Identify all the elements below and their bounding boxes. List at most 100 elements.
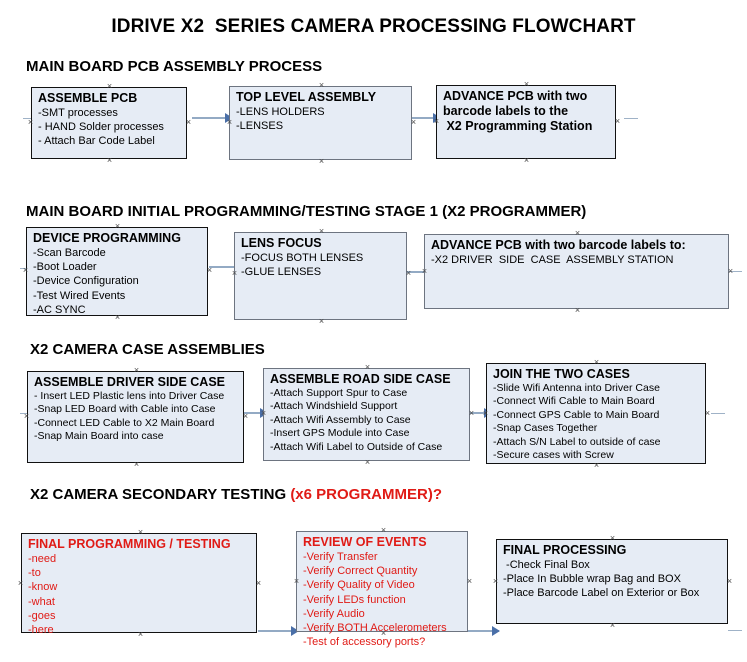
connection-handle-left[interactable]: [23, 413, 30, 420]
connection-handle-left[interactable]: [22, 267, 29, 274]
connection-handle-top[interactable]: [318, 228, 325, 235]
node-item-list: - Insert LED Plastic lens into Driver Ca…: [34, 390, 238, 444]
connection-handle-left[interactable]: [433, 118, 440, 125]
connection-handle-bottom[interactable]: [106, 157, 113, 164]
connection-handle-right[interactable]: [185, 119, 192, 126]
node-top-level-assembly[interactable]: TOP LEVEL ASSEMBLY -LENS HOLDERS -LENSES: [229, 86, 412, 160]
list-item: -Verify BOTH Accelerometers: [303, 622, 447, 635]
connection-handle-left[interactable]: [226, 119, 233, 126]
list-item: -to: [28, 567, 41, 580]
connection-handle-top[interactable]: [609, 535, 616, 542]
node-title: DEVICE PROGRAMMING: [33, 231, 181, 245]
connection-handle-right[interactable]: [726, 578, 733, 585]
node-advance-pcb-driver-side[interactable]: ADVANCE PCB with two barcode labels to: …: [424, 234, 729, 309]
connection-handle-top[interactable]: [106, 83, 113, 90]
list-item: -Connect LED Cable to X2 Main Board: [34, 416, 215, 429]
connection-handle-left[interactable]: [482, 410, 489, 417]
list-item: -FOCUS BOTH LENSES: [241, 252, 364, 264]
list-item: -Verify Audio: [303, 607, 365, 620]
connection-handle-right[interactable]: [468, 410, 475, 417]
connection-handle-right[interactable]: [255, 580, 262, 587]
connection-handle-right[interactable]: [704, 410, 711, 417]
list-item: -Attach S/N Label to outside of case: [493, 435, 661, 448]
connection-handle-right[interactable]: [466, 578, 473, 585]
list-item: -Connect GPS Cable to Main Board: [493, 408, 660, 421]
connection-handle-top[interactable]: [593, 359, 600, 366]
list-item: -Verify Transfer: [303, 551, 378, 563]
node-title: FINAL PROCESSING: [503, 543, 627, 557]
list-item: -need: [28, 553, 57, 565]
list-item: -Snap LED Board with Cable into Case: [34, 403, 216, 416]
list-item: -Attach Wifi Assembly to Case: [270, 413, 411, 426]
node-advance-pcb-station[interactable]: ADVANCE PCB with two barcode labels to t…: [436, 85, 616, 159]
connection-handle-right[interactable]: [410, 119, 417, 126]
arrow-3-1: [243, 412, 267, 414]
connection-handle-bottom[interactable]: [380, 630, 387, 637]
connection-handle-right[interactable]: [405, 270, 412, 277]
list-item: -Connect Wifi Cable to Main Board: [493, 395, 655, 408]
connection-handle-top[interactable]: [133, 367, 140, 374]
connection-handle-left[interactable]: [17, 580, 24, 587]
node-review-of-events[interactable]: REVIEW OF EVENTS -Verify Transfer -Verif…: [293, 531, 468, 648]
node-lens-focus[interactable]: LENS FOCUS -FOCUS BOTH LENSES -GLUE LENS…: [234, 232, 407, 320]
connection-handle-bottom[interactable]: [133, 461, 140, 468]
node-assemble-driver-side-case[interactable]: ASSEMBLE DRIVER SIDE CASE - Insert LED P…: [27, 371, 244, 463]
node-item-list: -SMT processes - HAND Solder processes -…: [38, 106, 181, 149]
connection-handle-bottom[interactable]: [114, 314, 121, 321]
node-title: ASSEMBLE ROAD SIDE CASE: [270, 372, 451, 386]
list-item: -Attach Windshield Support: [270, 400, 398, 413]
connection-handle-bottom[interactable]: [609, 622, 616, 629]
connection-handle-top[interactable]: [574, 230, 581, 237]
node-device-programming[interactable]: DEVICE PROGRAMMING -Scan Barcode -Boot L…: [26, 227, 208, 316]
list-item: - Insert LED Plastic lens into Driver Ca…: [34, 390, 225, 402]
node-title-line3: X2 Programming Station: [443, 119, 593, 133]
list-item: -Boot Loader: [33, 261, 97, 274]
list-item: -Verify Quality of Video: [303, 579, 415, 592]
connection-handle-top[interactable]: [523, 81, 530, 88]
connection-handle-left[interactable]: [492, 578, 499, 585]
list-item: -know: [28, 581, 58, 594]
connection-handle-top[interactable]: [114, 223, 121, 230]
node-title: ASSEMBLE DRIVER SIDE CASE: [34, 375, 226, 389]
node-item-list: -Verify Transfer -Verify Correct Quantit…: [303, 550, 462, 649]
connection-handle-bottom[interactable]: [318, 158, 325, 165]
node-join-the-two-cases[interactable]: JOIN THE TWO CASES -Slide Wifi Antenna i…: [486, 363, 706, 464]
node-title: REVIEW OF EVENTS: [303, 535, 427, 549]
connector-stub: [728, 271, 742, 272]
node-item-list: -Check Final Box -Place In Bubble wrap B…: [503, 558, 722, 601]
list-item: - HAND Solder processes: [38, 121, 164, 134]
list-item: -here: [28, 624, 54, 637]
connection-handle-left[interactable]: [293, 578, 300, 585]
connection-handle-bottom[interactable]: [593, 462, 600, 469]
connection-handle-bottom[interactable]: [137, 631, 144, 638]
connection-handle-top[interactable]: [380, 527, 387, 534]
connection-handle-right[interactable]: [242, 413, 249, 420]
node-assemble-road-side-case[interactable]: ASSEMBLE ROAD SIDE CASE -Attach Support …: [263, 368, 470, 461]
arrow-3-2: [467, 412, 491, 414]
connection-handle-top[interactable]: [364, 364, 371, 371]
connection-handle-right[interactable]: [614, 118, 621, 125]
connection-handle-right[interactable]: [727, 268, 734, 275]
node-title: ADVANCE PCB with two: [443, 89, 588, 103]
node-assemble-pcb[interactable]: ASSEMBLE PCB -SMT processes - HAND Solde…: [31, 87, 187, 159]
list-item: - Attach Bar Code Label: [38, 135, 155, 148]
connection-handle-bottom[interactable]: [574, 307, 581, 314]
node-final-processing[interactable]: FINAL PROCESSING -Check Final Box -Place…: [496, 539, 728, 624]
list-item: -Place Barcode Label on Exterior or Box: [503, 587, 700, 600]
connection-handle-top[interactable]: [318, 82, 325, 89]
connection-handle-bottom[interactable]: [364, 459, 371, 466]
page-title: IDRIVE X2 SERIES CAMERA PROCESSING FLOWC…: [111, 16, 636, 37]
connection-handle-left[interactable]: [231, 270, 238, 277]
section-heading-2: MAIN BOARD INITIAL PROGRAMMING/TESTING S…: [26, 203, 587, 220]
node-title: LENS FOCUS: [241, 236, 322, 250]
list-item: -Secure cases with Screw: [493, 449, 614, 462]
connection-handle-left[interactable]: [421, 268, 428, 275]
node-final-programming-testing[interactable]: FINAL PROGRAMMING / TESTING -need -to -k…: [21, 533, 257, 636]
connection-handle-bottom[interactable]: [318, 318, 325, 325]
connection-handle-top[interactable]: [137, 529, 144, 536]
connection-handle-right[interactable]: [206, 267, 213, 274]
connection-handle-bottom[interactable]: [523, 157, 530, 164]
connection-handle-left[interactable]: [260, 410, 267, 417]
connection-handle-left[interactable]: [27, 119, 34, 126]
list-item: -LENS HOLDERS: [236, 106, 325, 118]
